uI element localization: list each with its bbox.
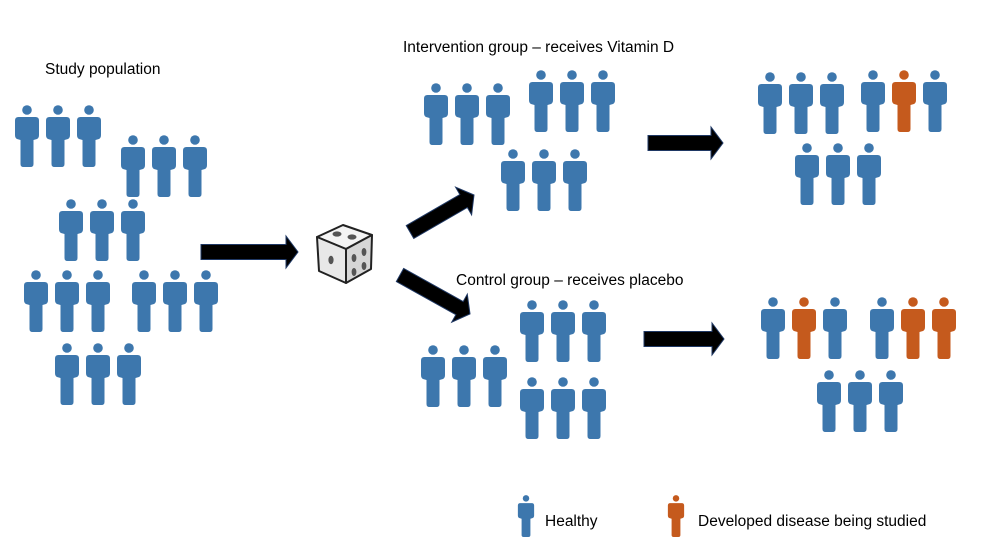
person-icon-healthy bbox=[421, 345, 445, 407]
person-icon-healthy bbox=[117, 343, 141, 405]
dice-icon bbox=[316, 224, 373, 284]
person-icon-diseased bbox=[892, 70, 916, 132]
person-icon-healthy bbox=[121, 199, 145, 261]
legend-diseased-label: Developed disease being studied bbox=[698, 513, 927, 530]
arrow-to-randomization-icon bbox=[200, 234, 299, 270]
person-icon-healthy bbox=[761, 297, 785, 359]
person-icon-healthy bbox=[529, 70, 553, 132]
person-icon-healthy bbox=[820, 72, 844, 134]
person-icon-healthy bbox=[591, 70, 615, 132]
person-icon-healthy bbox=[563, 149, 587, 211]
intervention-group-label: Intervention group – receives Vitamin D bbox=[403, 39, 675, 56]
person-icon-healthy bbox=[551, 300, 575, 362]
person-icon-healthy bbox=[848, 370, 872, 432]
person-icon-healthy bbox=[923, 70, 947, 132]
person-icon-healthy bbox=[132, 270, 156, 332]
person-icon-healthy bbox=[486, 83, 510, 145]
person-icon-healthy bbox=[789, 72, 813, 134]
control-group-label: Control group – receives placebo bbox=[456, 272, 684, 289]
control-outcome-group bbox=[761, 297, 956, 432]
arrows-layer bbox=[200, 125, 725, 357]
arrow-to-intervention-icon bbox=[405, 186, 475, 240]
person-icon-healthy bbox=[59, 199, 83, 261]
person-icon-healthy bbox=[483, 345, 507, 407]
intervention-group bbox=[424, 70, 615, 211]
person-icon-healthy bbox=[452, 345, 476, 407]
legend-healthy-icon bbox=[517, 495, 535, 537]
person-icon-healthy bbox=[532, 149, 556, 211]
person-icon-healthy bbox=[46, 105, 70, 167]
person-icon-healthy bbox=[152, 135, 176, 197]
intervention-outcome-group bbox=[758, 70, 947, 205]
legend-healthy-label: Healthy bbox=[545, 513, 598, 530]
person-icon-healthy bbox=[582, 377, 606, 439]
person-icon-healthy bbox=[121, 135, 145, 197]
person-icon-healthy bbox=[826, 143, 850, 205]
person-icon-healthy bbox=[823, 297, 847, 359]
person-icon-healthy bbox=[861, 70, 885, 132]
person-icon-healthy bbox=[163, 270, 187, 332]
person-icon-healthy bbox=[870, 297, 894, 359]
arrow-to-control-icon bbox=[395, 267, 471, 324]
person-icon-healthy bbox=[183, 135, 207, 197]
person-icon-healthy bbox=[24, 270, 48, 332]
person-icon-healthy bbox=[857, 143, 881, 205]
person-icon-healthy bbox=[520, 300, 544, 362]
person-icon-healthy bbox=[194, 270, 218, 332]
study-population-group bbox=[15, 105, 218, 405]
study-population-label: Study population bbox=[45, 61, 161, 78]
person-icon-healthy bbox=[424, 83, 448, 145]
arrow-control-outcome-icon bbox=[643, 321, 725, 357]
person-icon-healthy bbox=[879, 370, 903, 432]
person-icon-diseased bbox=[932, 297, 956, 359]
person-icon-healthy bbox=[86, 343, 110, 405]
person-icon-healthy bbox=[15, 105, 39, 167]
person-icon-healthy bbox=[795, 143, 819, 205]
person-icon-healthy bbox=[501, 149, 525, 211]
person-icon-diseased bbox=[901, 297, 925, 359]
person-icon-healthy bbox=[55, 343, 79, 405]
person-icon-healthy bbox=[582, 300, 606, 362]
person-icon-healthy bbox=[55, 270, 79, 332]
person-icon-healthy bbox=[77, 105, 101, 167]
person-icon-healthy bbox=[90, 199, 114, 261]
person-icon-healthy bbox=[758, 72, 782, 134]
people-layer bbox=[15, 70, 956, 537]
person-icon-healthy bbox=[455, 83, 479, 145]
person-icon-diseased bbox=[792, 297, 816, 359]
person-icon-healthy bbox=[520, 377, 544, 439]
person-icon-healthy bbox=[551, 377, 575, 439]
person-icon-healthy bbox=[560, 70, 584, 132]
person-icon-healthy bbox=[817, 370, 841, 432]
control-group bbox=[421, 300, 606, 439]
legend-diseased-icon bbox=[667, 495, 685, 537]
person-icon-healthy bbox=[86, 270, 110, 332]
arrow-intervention-outcome-icon bbox=[647, 125, 724, 161]
